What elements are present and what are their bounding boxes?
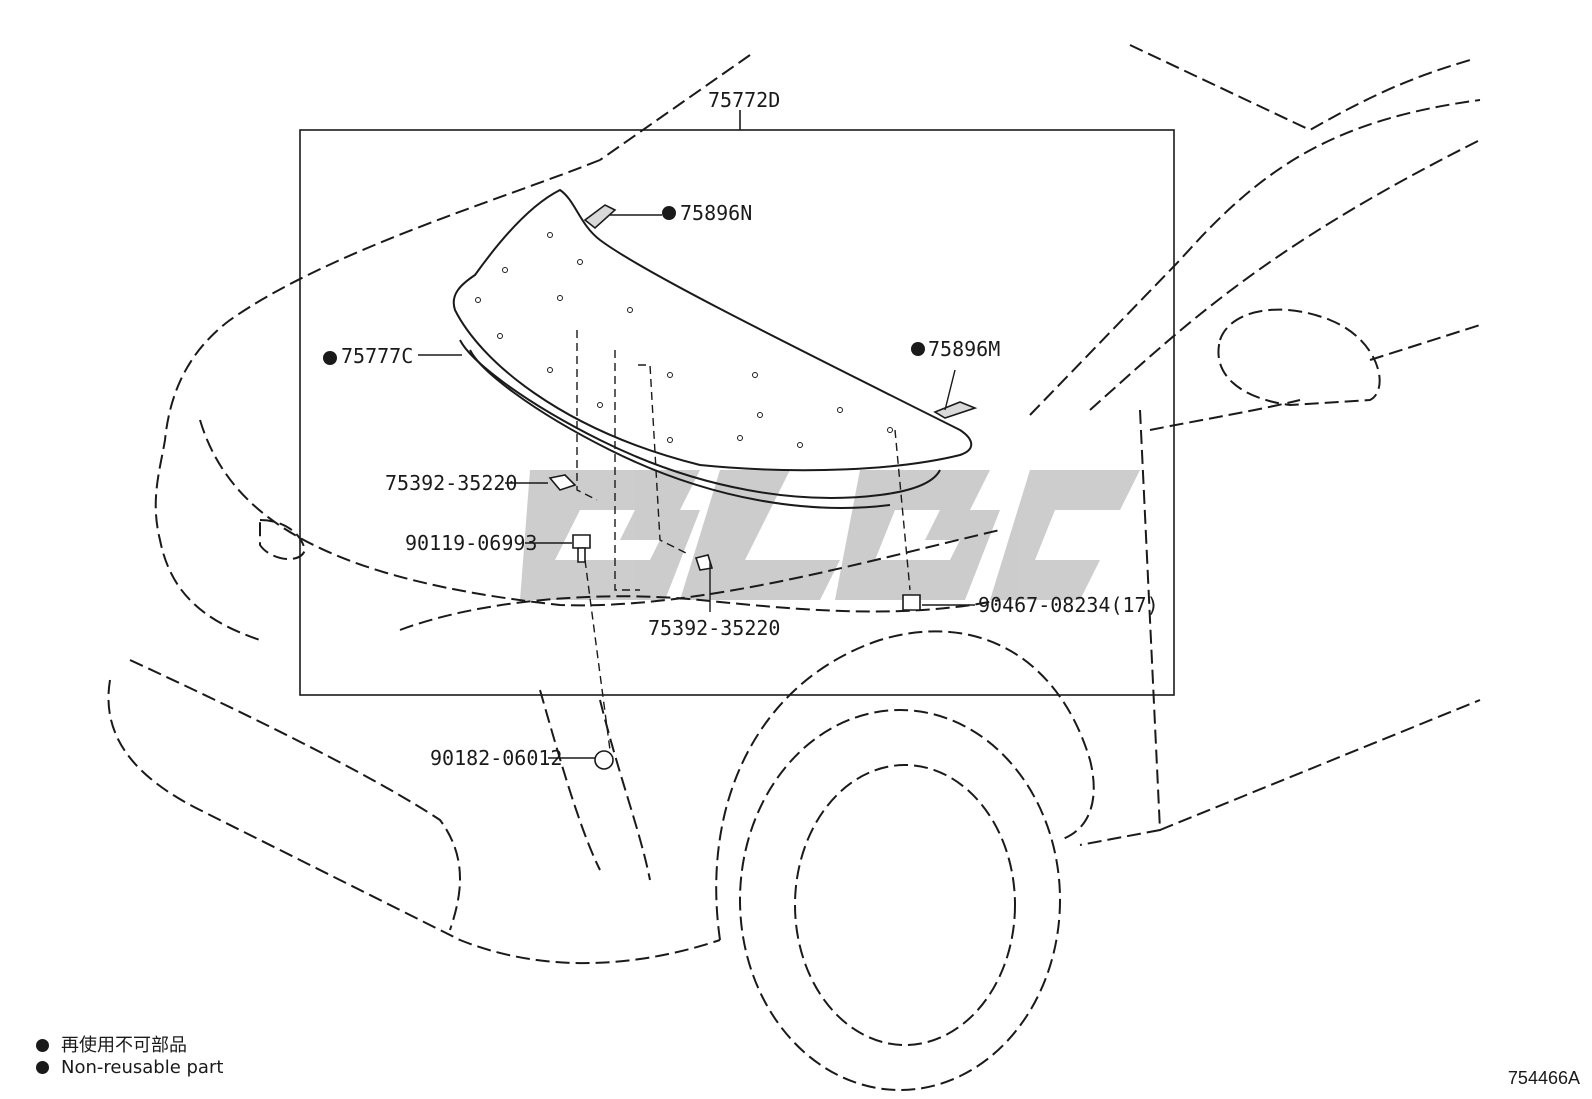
legend-text-ja: 再使用不可部品 [61, 1035, 187, 1056]
figure-number: 754466A [1507, 1068, 1580, 1088]
hood-protector [452, 188, 973, 509]
watermark [520, 470, 1140, 600]
label-assembly: 75772D [708, 88, 780, 112]
group-box [299, 129, 1175, 696]
label-p6: 75392-35220 [648, 616, 780, 640]
hood-fastener-holes [475, 232, 893, 448]
label-p7: 90467-08234(17) [978, 593, 1159, 617]
label-p2: 75896M [928, 337, 1000, 361]
leader-lines [418, 214, 975, 759]
label-p3: 75777C [341, 344, 413, 368]
label-p5: 90119-06993 [405, 531, 537, 555]
legend-dot [36, 1039, 49, 1052]
vehicle-outline [107, 44, 1481, 1091]
legend-dot [36, 1061, 49, 1074]
legend-en: Non-reusable part [36, 1057, 223, 1078]
legend-text-en: Non-reusable part [61, 1057, 224, 1078]
fastener-shapes [548, 204, 978, 770]
assembly-lines [576, 330, 911, 751]
label-p4: 75392-35220 [385, 471, 517, 495]
label-p1: 75896N [680, 201, 752, 225]
legend-ja: 再使用不可部品 [36, 1031, 187, 1057]
non-reusable-markers [323, 206, 925, 365]
label-p8: 90182-06012 [430, 746, 562, 770]
